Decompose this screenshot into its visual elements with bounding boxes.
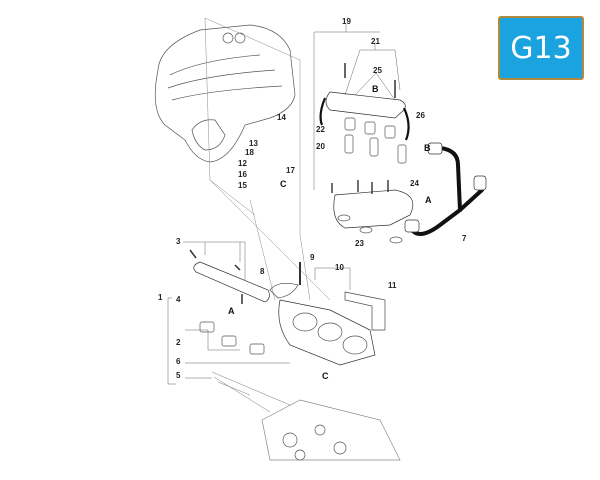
callout-11: 11 <box>388 281 397 290</box>
engine-cylinder-head <box>261 399 401 461</box>
callout-24: 24 <box>410 179 419 188</box>
callout-6: 6 <box>176 357 181 366</box>
callout-23: 23 <box>355 239 364 248</box>
callout-17: 17 <box>286 166 295 175</box>
callout-8: 8 <box>260 267 265 276</box>
injector-support <box>331 180 414 244</box>
callout-3: 3 <box>176 237 181 246</box>
callout-19: 19 <box>342 17 351 26</box>
callout-5: 5 <box>176 371 181 380</box>
callout-20: 20 <box>316 142 325 151</box>
callout-4: 4 <box>176 295 181 304</box>
callout-18: 18 <box>245 148 254 157</box>
throttle-body-assembly <box>278 299 376 366</box>
callout-12: 12 <box>238 159 247 168</box>
callout-7: 7 <box>462 234 467 243</box>
arrow-a-rail: A <box>228 306 235 316</box>
fuel-hose-7 <box>404 142 487 236</box>
lower-injectors <box>199 321 265 355</box>
callout-16: 16 <box>238 170 247 179</box>
callout-2: 2 <box>176 338 181 347</box>
section-badge: G13 <box>498 16 584 80</box>
callout-21: 21 <box>371 37 380 46</box>
fuel-rail-lower <box>189 249 270 304</box>
callout-15: 15 <box>238 181 247 190</box>
callout-22: 22 <box>316 125 325 134</box>
callout-9: 9 <box>310 253 315 262</box>
callout-26: 26 <box>416 111 425 120</box>
callout-1: 1 <box>158 293 163 302</box>
arrow-c-upper: C <box>280 179 287 189</box>
callout-14: 14 <box>277 113 286 122</box>
callout-25: 25 <box>373 66 382 75</box>
arrow-b-rail: B <box>372 84 379 94</box>
airbox-cover <box>154 24 296 163</box>
callout-10: 10 <box>335 263 344 272</box>
arrow-b-hose: B <box>424 143 431 153</box>
fuel-rail-upper <box>319 63 410 164</box>
arrow-a-hose: A <box>425 195 432 205</box>
callout-13: 13 <box>249 139 258 148</box>
arrow-c-lower: C <box>322 371 329 381</box>
